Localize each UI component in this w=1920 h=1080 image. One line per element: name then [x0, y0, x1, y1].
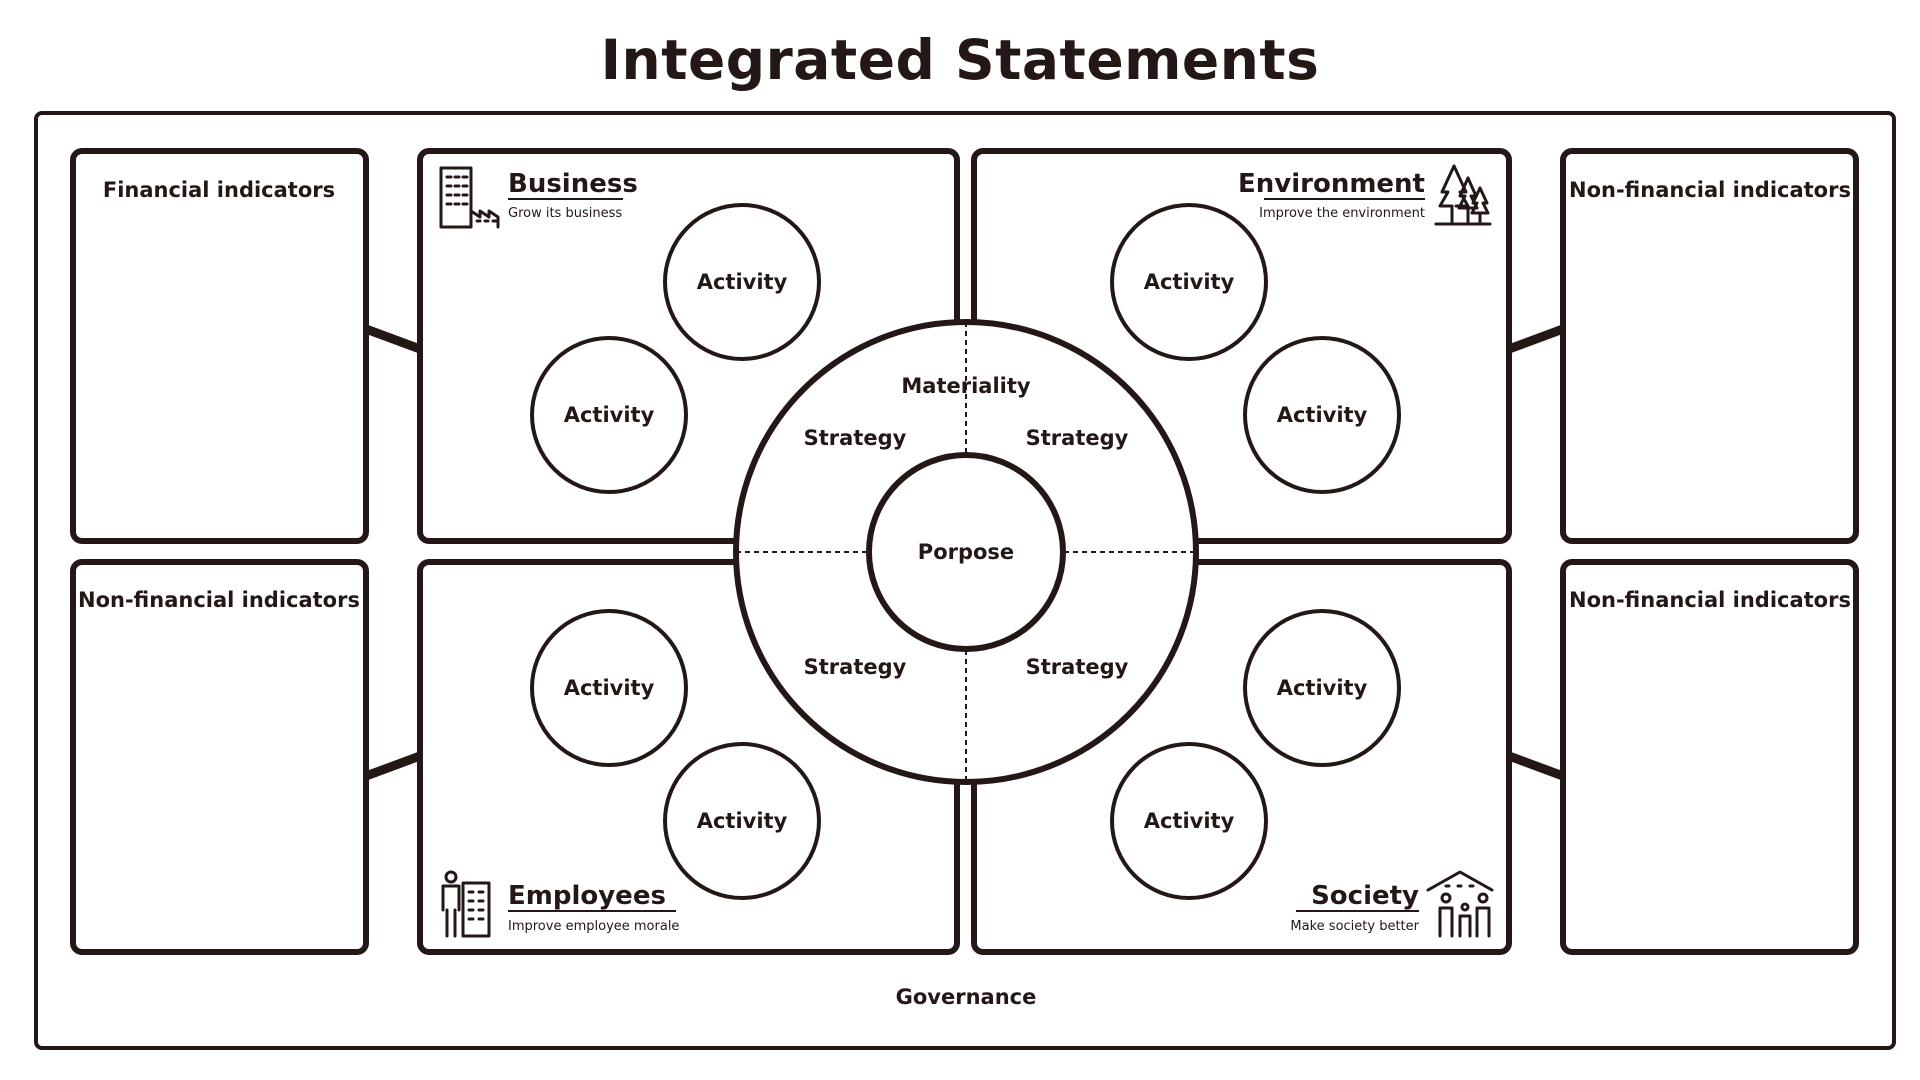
indicator-label-bottom-left: Non-financial indicators	[78, 588, 360, 612]
connector-bottom-right	[1507, 751, 1565, 781]
indicator-box-bottom-left	[70, 559, 369, 955]
governance-frame	[34, 111, 1896, 1050]
business-title: Business	[508, 169, 638, 199]
person-building-icon	[441, 870, 491, 938]
indicator-box-bottom-right	[1560, 559, 1859, 955]
employees-title: Employees	[508, 881, 666, 911]
diagram-title: Integrated Statements	[600, 28, 1320, 92]
activity-label: Activity	[697, 809, 788, 833]
family-house-icon	[1426, 870, 1494, 938]
activity-business-2: Activity	[530, 336, 688, 494]
society-title: Society	[1311, 881, 1419, 911]
governance-label: Governance	[896, 985, 1037, 1009]
society-subtitle: Make society better	[1290, 919, 1419, 934]
strategy-label-top-right: Strategy	[1026, 426, 1129, 450]
materiality-label: Materiality	[901, 374, 1031, 398]
connector-top-right	[1507, 324, 1565, 354]
indicator-label-bottom-right: Non-financial indicators	[1569, 588, 1851, 612]
activity-label: Activity	[564, 676, 655, 700]
ring-dividers	[736, 322, 1196, 782]
activity-label: Activity	[1277, 676, 1368, 700]
activity-label: Activity	[564, 403, 655, 427]
purpose-circle	[866, 452, 1066, 652]
activity-business-1: Activity	[663, 203, 821, 361]
strategy-label-top-left: Strategy	[804, 426, 907, 450]
connector-bottom-left	[364, 751, 422, 781]
activity-environment-2: Activity	[1243, 336, 1401, 494]
connectors	[364, 324, 1565, 781]
business-subtitle: Grow its business	[508, 206, 622, 221]
environment-subtitle: Improve the environment	[1259, 206, 1425, 221]
strategy-label-bottom-right: Strategy	[1026, 655, 1129, 679]
factory-building-icon	[439, 166, 500, 229]
indicator-label-top-right: Non-financial indicators	[1569, 178, 1851, 202]
connector-top-left	[364, 324, 422, 354]
indicator-box-top-left	[70, 148, 369, 544]
trees-icon	[1434, 164, 1492, 226]
activity-society-1: Activity	[1243, 609, 1401, 767]
indicator-label-top-left: Financial indicators	[103, 178, 335, 202]
activity-label: Activity	[1144, 809, 1235, 833]
activity-label: Activity	[697, 270, 788, 294]
purpose-label: Porpose	[918, 540, 1014, 564]
activity-employees-2: Activity	[663, 742, 821, 900]
activity-label: Activity	[1277, 403, 1368, 427]
environment-title: Environment	[1238, 169, 1425, 199]
activity-label: Activity	[1144, 270, 1235, 294]
activity-environment-1: Activity	[1110, 203, 1268, 361]
employees-subtitle: Improve employee morale	[508, 919, 679, 934]
strategy-label-bottom-left: Strategy	[804, 655, 907, 679]
activity-society-2: Activity	[1110, 742, 1268, 900]
indicator-box-top-right	[1560, 148, 1859, 544]
activity-employees-1: Activity	[530, 609, 688, 767]
